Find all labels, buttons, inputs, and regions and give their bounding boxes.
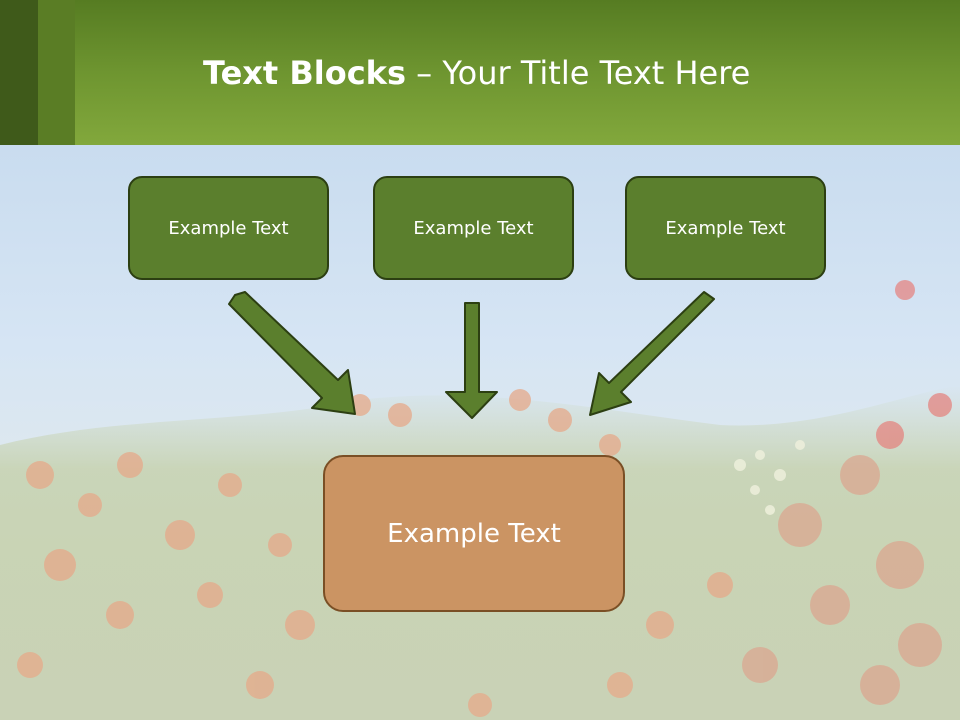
text-block-label: Example Text (665, 217, 786, 239)
header-accent-stripe (0, 0, 38, 145)
title-bold-part: Text Blocks (203, 54, 406, 92)
title-bar: Text Blocks – Your Title Text Here (0, 0, 960, 145)
title-regular-part: – Your Title Text Here (406, 54, 751, 92)
target-text-block: Example Text (323, 455, 625, 612)
target-block-label: Example Text (387, 518, 561, 549)
text-block-1: Example Text (128, 176, 329, 280)
text-block-2: Example Text (373, 176, 574, 280)
slide-title: Text Blocks – Your Title Text Here (203, 54, 750, 92)
header-accent-stripe-light (38, 0, 75, 145)
text-block-3: Example Text (625, 176, 826, 280)
text-block-label: Example Text (168, 217, 289, 239)
text-block-label: Example Text (413, 217, 534, 239)
